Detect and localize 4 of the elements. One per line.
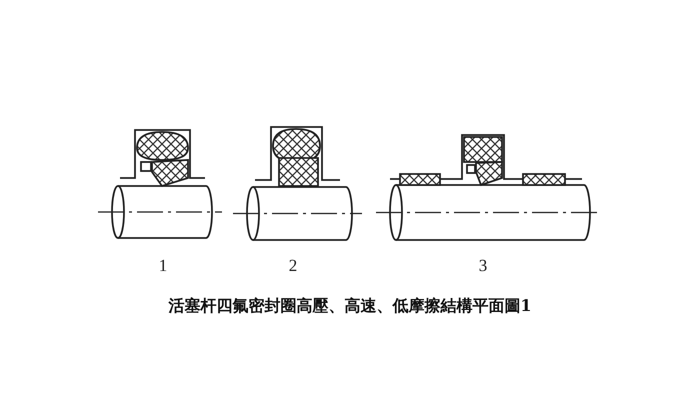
figure-number: 1 (158, 256, 168, 276)
caption: 活塞杆四氟密封圈高壓、高速、低摩擦結構平面圖1 (167, 296, 533, 317)
figure-number: 2 (288, 256, 298, 276)
figure-number: 3 (478, 256, 488, 276)
